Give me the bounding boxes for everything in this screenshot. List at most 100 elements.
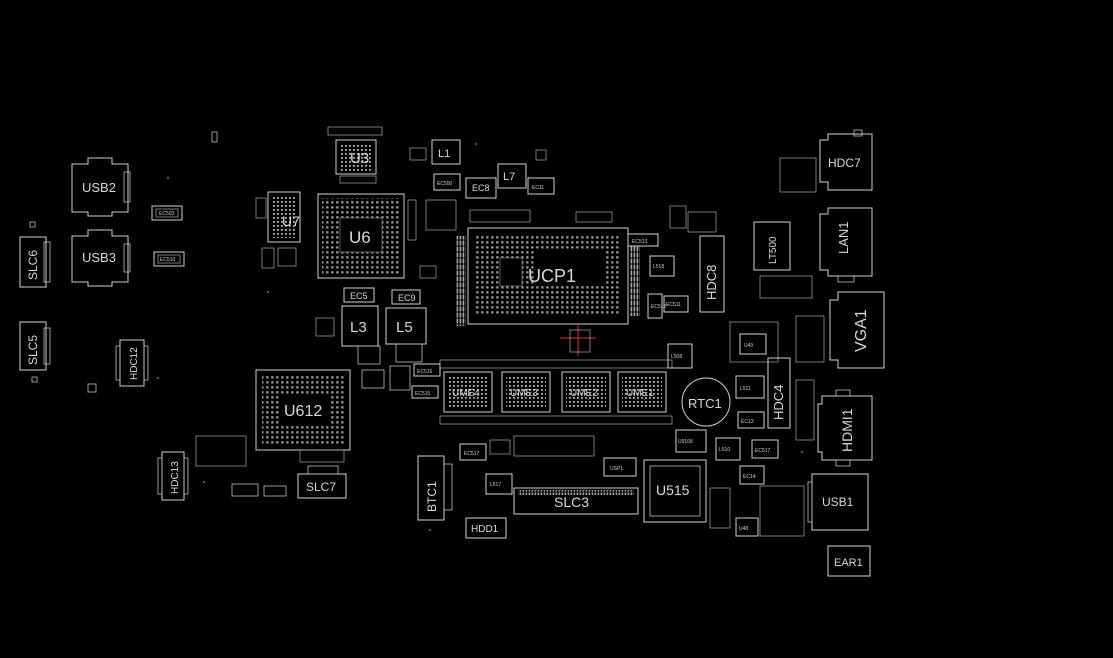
ec512-component[interactable]: EC512 [647,293,667,319]
l7-label: L7 [503,171,515,183]
pad-row [299,449,345,463]
ear1-connector[interactable]: EAR1 [827,545,871,577]
component [395,343,423,363]
u515-chip[interactable]: U515 [643,459,707,523]
ec11-capacitor[interactable]: EC11 [527,177,555,195]
hdc8-label: HDC8 [704,265,719,300]
hdc12-connector[interactable]: HDC12 [115,339,149,387]
u48-chip[interactable]: U48 [735,517,759,537]
slc3-connector[interactable]: SLC3 [513,487,639,515]
vga1-connector[interactable]: VGA1 [829,291,885,369]
pad-row [439,415,673,425]
ec517-component[interactable]: EC517 [459,443,487,461]
usb1-label: USB1 [822,495,854,509]
component [231,483,259,497]
test-point [167,177,169,179]
ec8-label: EC8 [472,183,490,193]
ec510-label: EC510 [160,257,176,263]
component [389,365,411,391]
ec513-component[interactable]: EC513 [627,233,659,247]
ume4-label: UME4 [452,388,480,399]
usb2-label: USB2 [82,180,116,195]
ec515-label: EC515 [415,391,431,397]
ec517-label: EC517 [464,451,480,457]
lan1-connector[interactable]: LAN1 [819,207,873,277]
ec515-component[interactable]: EC515 [411,385,439,399]
component [263,485,287,497]
pad-cluster [569,329,591,353]
ec9-capacitor[interactable]: EC9 [391,289,421,305]
hdc12-label: HDC12 [129,347,140,380]
hdc7-label: HDC7 [828,156,861,170]
usb1-connector[interactable]: USB1 [807,473,869,531]
l1-label: L1 [438,148,450,160]
pad-cluster [513,435,595,457]
ume4-memory[interactable]: UME4 [443,371,493,413]
ume1-memory[interactable]: UME1 [617,371,667,413]
pin-row [630,246,640,316]
l518-inductor[interactable]: L518 [649,255,675,277]
hdc8-connector[interactable]: HDC8 [699,235,725,313]
u612-chip[interactable]: U612 [255,369,351,451]
ume2-label: UME2 [570,388,598,399]
ec517b-component[interactable]: EC517 [751,439,779,459]
u7-label: U7 [282,213,300,229]
l3-inductor[interactable]: L3 [341,305,379,347]
ec13-component[interactable]: EC13 [737,411,765,429]
u6-chip[interactable]: U6 [317,193,405,279]
ec516-component[interactable]: EC516 [413,363,441,377]
u9168-chip[interactable]: U9168 [675,429,707,453]
ec500-component[interactable]: EC500 [433,173,461,191]
u3-chip[interactable]: U3 [335,139,377,175]
pad-cluster [425,199,457,231]
ec14-component[interactable]: EC14 [739,465,765,485]
l510-label: L510 [719,447,730,453]
ucp1-cpu[interactable]: UCP1 [467,227,629,325]
ume2-memory[interactable]: UME2 [561,371,611,413]
hdc4-connector[interactable]: HDC4 [767,357,791,429]
pad [669,205,687,229]
ec5-capacitor[interactable]: EC5 [343,287,375,303]
ec510-component[interactable]: EC510 [153,251,185,267]
hdc13-label: HDC13 [170,461,181,494]
pin-row [456,236,466,326]
btc1-connector[interactable]: BTC1 [417,455,453,521]
pad-cluster [709,487,731,529]
l508-inductor[interactable]: L508 [667,343,693,369]
hdmi1-connector[interactable]: HDMI1 [817,389,873,467]
l517-inductor[interactable]: L517 [485,473,513,495]
hdc4-label: HDC4 [771,385,786,420]
pad-cluster [407,199,417,241]
pad [409,147,427,161]
l5-inductor[interactable]: L5 [385,307,427,345]
usb3-connector[interactable]: USB3 [71,229,131,287]
u7-chip[interactable]: U7 [267,191,301,243]
u49-chip[interactable]: U49 [739,333,767,355]
l511-inductor[interactable]: L511 [735,375,765,399]
ec5-label: EC5 [350,291,368,301]
pad [31,376,38,383]
usb2-connector[interactable]: USB2 [71,157,131,217]
ume3-memory[interactable]: UME3 [501,371,551,413]
rtc1-battery[interactable]: RTC1 [681,377,731,427]
slc3-label: SLC3 [554,494,589,510]
test-point [203,481,205,483]
usp1-label: USP1 [610,466,623,472]
slc7-connector[interactable]: SLC7 [297,465,347,499]
ec511-component[interactable]: EC511 [663,295,689,313]
ec500-label: EC500 [437,181,453,187]
slc6-connector[interactable]: SLC6 [19,236,51,288]
usp1-component[interactable]: USP1 [603,457,637,477]
l1-inductor[interactable]: L1 [431,139,461,165]
test-point [475,143,477,145]
lt500-inductor[interactable]: LT500 [753,221,791,271]
hdc13-connector[interactable]: HDC13 [157,451,189,501]
hdd1-connector[interactable]: HDD1 [465,517,507,539]
ec8-capacitor[interactable]: EC8 [465,177,497,199]
slc5-connector[interactable]: SLC5 [19,321,51,371]
hdc7-connector[interactable]: HDC7 [819,129,873,191]
l510-inductor[interactable]: L510 [715,437,741,461]
ec503-component[interactable]: EC503 [151,205,183,221]
ec503-label: EC503 [159,211,175,217]
l7-inductor[interactable]: L7 [497,163,527,189]
